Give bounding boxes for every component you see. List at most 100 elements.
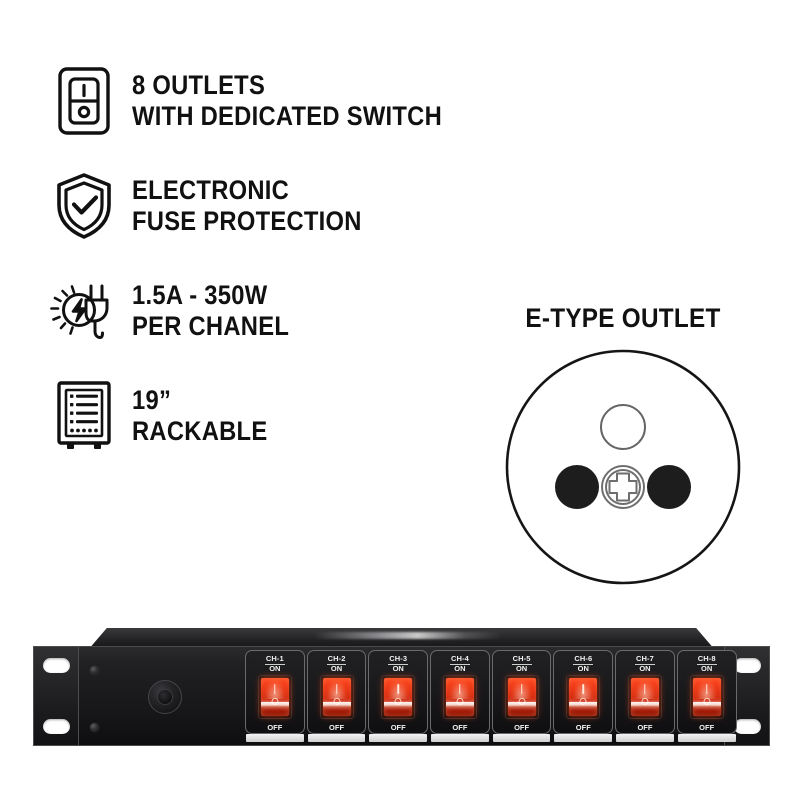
feature-text-outlets: 8 OUTLETS WITH DEDICATED SWITCH [132, 70, 442, 130]
left-contact-hole [555, 465, 599, 509]
8-channel-rack-power-switcher: CH-1 ON OFF CH-2 ON [33, 628, 770, 746]
e-type-socket-diagram [478, 348, 768, 586]
feature-list: 8 OUTLETS WITH DEDICATED SWITCH ELECTRON… [48, 48, 518, 468]
feature-line-1: 8 OUTLETS [132, 70, 266, 101]
channel-off-label: OFF [637, 723, 653, 732]
channel-label-strip [616, 734, 674, 742]
channel-module: CH-3 ON OFF [367, 650, 429, 742]
rocker-lens [507, 678, 536, 716]
channel-id-label: CH-1 [264, 654, 285, 665]
rocker-highlight-band [445, 702, 474, 708]
channel-rocker-switch[interactable] [566, 675, 601, 719]
power-inlet-connector[interactable] [148, 680, 182, 714]
rocker-highlight-band [322, 702, 351, 708]
channel-id-label: CH-7 [635, 654, 655, 665]
feature-item-outlets: 8 OUTLETS WITH DEDICATED SWITCH [48, 48, 518, 153]
channel-on-label: ON [515, 664, 528, 673]
channel-rocker-switch[interactable] [627, 675, 662, 719]
channel-label-strip [431, 734, 489, 742]
channel-module: CH-2 ON OFF [306, 650, 368, 742]
channel-label-strip [307, 734, 366, 742]
channel-module: CH-8 ON OFF [676, 650, 738, 742]
rocker-lens [322, 678, 351, 716]
feature-text-power-rating: 1.5A - 350W PER CHANEL [132, 280, 289, 340]
channel-on-label: ON [577, 664, 589, 673]
channel-rocker-switch[interactable] [257, 675, 292, 719]
rack-top-highlight [313, 632, 502, 639]
channel-id-label: CH-4 [449, 654, 470, 665]
channel-on-label: ON [701, 664, 713, 673]
rack-mount-ear-left [33, 646, 79, 746]
rocker-on-mark [582, 684, 585, 695]
rocker-on-mark [397, 684, 399, 695]
feature-text-rackable: 19” RACKABLE [132, 385, 267, 445]
rocker-lens [692, 678, 721, 716]
rocker-switch-icon [48, 66, 120, 136]
feature-line-2: PER CHANEL [132, 310, 290, 341]
feature-line-2: RACKABLE [132, 415, 268, 446]
channel-on-label: ON [639, 664, 651, 673]
feature-line-1: ELECTRONIC [132, 175, 290, 206]
channel-rocker-switch[interactable] [689, 675, 724, 719]
channel-module: CH-7 ON OFF [614, 650, 676, 742]
channel-id-label: CH-8 [696, 654, 717, 665]
channel-on-label: ON [454, 664, 466, 673]
rocker-on-mark [705, 684, 708, 695]
channel-off-label: OFF [329, 723, 345, 732]
channel-module: CH-1 ON OFF [244, 650, 306, 742]
shield-check-icon [48, 171, 120, 241]
rack-ear-slot [43, 658, 70, 673]
panel-screw [90, 723, 99, 732]
channel-rocker-switch[interactable] [504, 675, 539, 719]
channel-off-label: OFF [390, 723, 406, 732]
outlet-section: E-TYPE OUTLET [478, 303, 768, 586]
rocker-lens [630, 678, 659, 716]
channel-off-label: OFF [267, 723, 283, 732]
rocker-on-mark [274, 684, 276, 695]
channel-on-label: ON [269, 664, 281, 673]
rocker-on-mark [459, 684, 461, 695]
rocker-lens [569, 678, 598, 716]
channel-label-strip [677, 734, 736, 742]
channel-rocker-switch[interactable] [442, 675, 477, 719]
rocker-lens [445, 678, 474, 716]
rack-ear-slot [734, 719, 761, 734]
rocker-on-mark [520, 684, 523, 695]
rack-ear-slot [43, 719, 70, 734]
center-phillips-screw [601, 465, 645, 509]
feature-item-fuse-protection: ELECTRONIC FUSE PROTECTION [48, 153, 518, 258]
channel-rocker-switch[interactable] [381, 675, 416, 719]
feature-item-rackable: 19” RACKABLE [48, 363, 518, 468]
channel-off-label: OFF [514, 723, 530, 732]
channel-id-label: CH-6 [573, 654, 594, 665]
channel-rocker-switch[interactable] [319, 675, 354, 719]
channel-switch-strip: CH-1 ON OFF CH-2 ON [244, 650, 738, 742]
rocker-lens [384, 678, 413, 716]
channel-off-label: OFF [452, 723, 468, 732]
feature-line-2: FUSE PROTECTION [132, 205, 362, 236]
rack-ear-slot [734, 658, 761, 673]
feature-text-fuse-protection: ELECTRONIC FUSE PROTECTION [132, 175, 362, 235]
channel-module: CH-5 ON OFF [491, 650, 553, 742]
rocker-highlight-band [384, 702, 413, 708]
channel-off-label: OFF [699, 723, 715, 732]
feature-line-1: 19” [132, 385, 172, 416]
channel-label-strip [554, 734, 613, 742]
feature-line-2: WITH DEDICATED SWITCH [132, 100, 442, 131]
rocker-highlight-band [692, 702, 721, 708]
channel-plate [306, 650, 367, 734]
channel-on-label: ON [330, 664, 343, 673]
rocker-highlight-band [507, 702, 536, 708]
rack-top-shell [88, 628, 715, 650]
feature-item-power-rating: 1.5A - 350W PER CHANEL [48, 258, 518, 363]
channel-label-strip [369, 734, 428, 742]
feature-line-1: 1.5A - 350W [132, 280, 268, 311]
outlet-title: E-TYPE OUTLET [525, 303, 721, 333]
rocker-lens [260, 678, 289, 716]
right-contact-hole [647, 465, 691, 509]
rocker-highlight-band [630, 702, 659, 708]
rocker-on-mark [644, 684, 646, 695]
channel-id-label: CH-3 [388, 654, 409, 665]
channel-off-label: OFF [575, 723, 591, 732]
power-plug-bolt-icon [48, 275, 120, 347]
